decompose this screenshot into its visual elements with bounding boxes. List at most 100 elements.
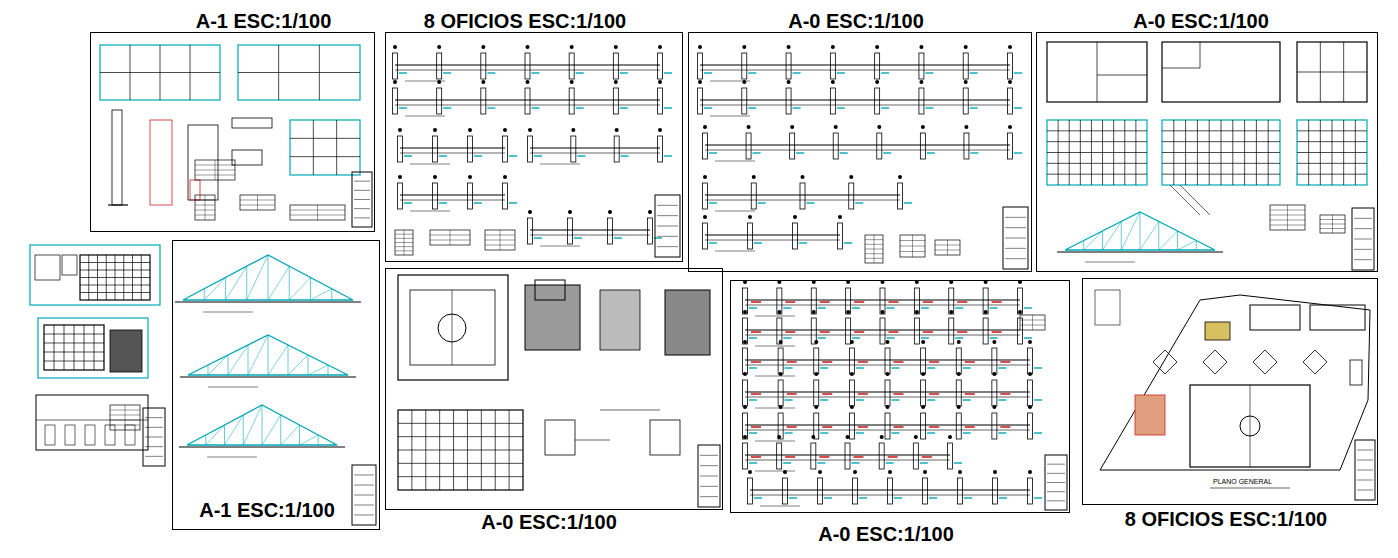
drawing-line bbox=[955, 337, 963, 338]
site-boundary bbox=[1100, 295, 1370, 470]
drawing-line bbox=[398, 436, 523, 437]
drawing-line bbox=[745, 424, 1030, 425]
drawing-rect bbox=[648, 218, 653, 244]
drawing-rect bbox=[885, 348, 890, 374]
drawing-rect bbox=[665, 290, 710, 355]
drawing-line bbox=[1162, 152, 1280, 153]
drawing-line bbox=[395, 70, 660, 71]
drawing-line bbox=[927, 367, 935, 368]
drawing-line bbox=[80, 277, 150, 278]
drawing-rect bbox=[44, 325, 104, 370]
drawing-rect bbox=[433, 183, 438, 209]
drawing-line bbox=[228, 345, 248, 375]
drawing-line bbox=[243, 415, 244, 445]
drawing-line bbox=[859, 497, 867, 498]
drawing-line bbox=[1000, 393, 1010, 395]
drawing-line bbox=[852, 337, 860, 338]
drawing-line bbox=[929, 361, 939, 363]
drawing-line bbox=[787, 393, 797, 395]
drawing-rect bbox=[614, 136, 619, 162]
axis-dot bbox=[658, 45, 662, 49]
drawing-line bbox=[856, 367, 864, 368]
drawing-rect bbox=[923, 478, 928, 504]
drawing-line bbox=[957, 331, 967, 333]
drawing-line bbox=[288, 355, 308, 375]
drawing-line bbox=[1014, 107, 1022, 108]
drawing-line bbox=[1034, 367, 1042, 368]
drawing-rect bbox=[1008, 133, 1013, 159]
drawing-rect bbox=[742, 53, 747, 79]
axis-dot bbox=[964, 80, 968, 84]
drawing-rect bbox=[613, 53, 618, 79]
drawing-line bbox=[657, 205, 678, 206]
drawing-rect bbox=[1310, 305, 1365, 330]
drawing-rect bbox=[992, 413, 997, 439]
axis-dot bbox=[880, 435, 884, 439]
drawing-rect bbox=[1320, 215, 1345, 233]
drawing-rect bbox=[232, 118, 272, 128]
drawing-rect bbox=[992, 380, 997, 406]
drawing-rect bbox=[503, 136, 508, 162]
drawing-line bbox=[313, 120, 314, 175]
axis-dot bbox=[992, 372, 996, 376]
axis-dot bbox=[992, 340, 996, 344]
drawing-rect bbox=[658, 88, 663, 114]
axis-dot bbox=[790, 125, 794, 129]
axis-dot bbox=[437, 45, 441, 49]
axis-dot bbox=[921, 125, 925, 129]
drawing-line bbox=[398, 423, 523, 424]
drawing-line bbox=[262, 415, 281, 445]
drawing-rect bbox=[352, 465, 376, 525]
drawing-line bbox=[1034, 399, 1042, 400]
drawing-line bbox=[1357, 470, 1373, 471]
drawing-rect bbox=[885, 413, 890, 439]
drawing-line bbox=[44, 334, 104, 335]
axis-dot bbox=[948, 435, 952, 439]
drawing-rect bbox=[914, 288, 919, 314]
drawing-line bbox=[487, 72, 495, 73]
drawing-rect bbox=[751, 183, 756, 209]
drawing-line bbox=[205, 195, 206, 220]
drawing-rect bbox=[983, 288, 988, 314]
drawing-line bbox=[1357, 450, 1373, 451]
drawing-line bbox=[1047, 141, 1147, 142]
axis-dot bbox=[875, 80, 879, 84]
drawing-line bbox=[822, 393, 832, 395]
drawing-line bbox=[614, 237, 622, 238]
drawing-line bbox=[400, 147, 505, 148]
drawing-line bbox=[439, 202, 447, 203]
drawing-line bbox=[954, 462, 962, 463]
drawing-rect bbox=[433, 136, 438, 162]
drawing-line bbox=[894, 393, 904, 395]
drawing-rect bbox=[919, 88, 924, 114]
drawing-line bbox=[299, 425, 300, 445]
drawing-rect bbox=[468, 183, 473, 209]
sheet-scale-heading: A-0 ESC:1/100 bbox=[785, 10, 927, 32]
drawing-line bbox=[963, 399, 971, 400]
drawing-line bbox=[751, 456, 761, 458]
axis-dot bbox=[850, 405, 854, 409]
drawing-line bbox=[758, 202, 766, 203]
drawing-line bbox=[852, 462, 860, 463]
drawing-line bbox=[1162, 130, 1280, 131]
drawing-rect bbox=[650, 420, 680, 455]
axis-dot bbox=[570, 80, 574, 84]
drawing-line bbox=[947, 240, 948, 255]
drawing-rect bbox=[437, 53, 442, 79]
drawing-line bbox=[755, 316, 795, 317]
drawing-rect bbox=[1028, 478, 1033, 504]
drawing-rect bbox=[658, 53, 663, 79]
drawing-line bbox=[755, 346, 795, 347]
axis-dot bbox=[850, 340, 854, 344]
drawing-line bbox=[576, 72, 584, 73]
drawing-rect bbox=[921, 380, 926, 406]
drawing-line bbox=[715, 251, 755, 252]
drawing-rect bbox=[818, 478, 823, 504]
drawing-line bbox=[1354, 239, 1372, 240]
drawing-line bbox=[400, 153, 505, 154]
axis-dot bbox=[834, 125, 838, 129]
drawing-line bbox=[858, 426, 868, 428]
drawing-line bbox=[540, 164, 580, 165]
sheet-scale-heading: 8 OFICIOS ESC:1/100 bbox=[1122, 508, 1330, 530]
drawing-rect bbox=[468, 136, 473, 162]
